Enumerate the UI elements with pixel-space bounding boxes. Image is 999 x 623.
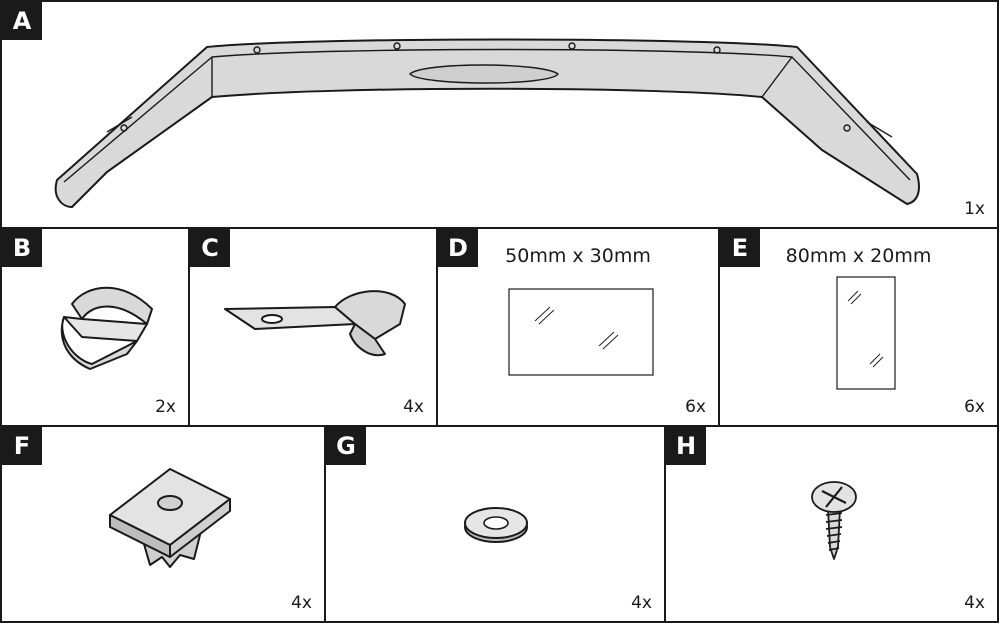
panel-letter-h: H — [666, 427, 706, 465]
panel-letter-d: D — [438, 229, 478, 267]
quantity-b: 2x — [155, 397, 176, 417]
panel-b: B 2x — [0, 227, 190, 427]
quantity-g: 4x — [631, 593, 652, 613]
quantity-h: 4x — [964, 593, 985, 613]
quantity-d: 6x — [685, 397, 706, 417]
panel-letter-b: B — [2, 229, 42, 267]
panel-letter-e: E — [720, 229, 760, 267]
quantity-a: 1x — [964, 199, 985, 219]
pad-dimension-e: 80mm x 20mm — [785, 245, 932, 267]
panel-c: C 4x — [188, 227, 438, 427]
adhesive-pad-illustration — [508, 288, 654, 376]
panel-e: E 80mm x 20mm 6x — [718, 227, 999, 427]
pad-dimension-d: 50mm x 30mm — [505, 245, 651, 267]
panel-f: F 4x — [0, 425, 326, 623]
panel-g: G 4x — [324, 425, 666, 623]
panel-d: D 50mm x 30mm 6x — [436, 227, 720, 427]
screw-illustration — [811, 481, 857, 560]
quantity-e: 6x — [964, 397, 985, 417]
tab-clip-illustration — [224, 290, 406, 357]
spoiler-illustration — [54, 38, 920, 208]
quantity-c: 4x — [403, 397, 424, 417]
panel-letter-g: G — [326, 427, 366, 465]
panel-a: A 1x — [0, 0, 999, 229]
panel-letter-f: F — [2, 427, 42, 465]
adhesive-pad-illustration — [836, 276, 896, 390]
quantity-f: 4x — [291, 593, 312, 613]
washer-illustration — [464, 507, 528, 543]
panel-letter-c: C — [190, 229, 230, 267]
panel-letter-a: A — [2, 2, 42, 40]
spring-clip-illustration — [60, 286, 153, 370]
panel-h: H 4x — [664, 425, 999, 623]
push-nut-illustration — [109, 468, 231, 568]
